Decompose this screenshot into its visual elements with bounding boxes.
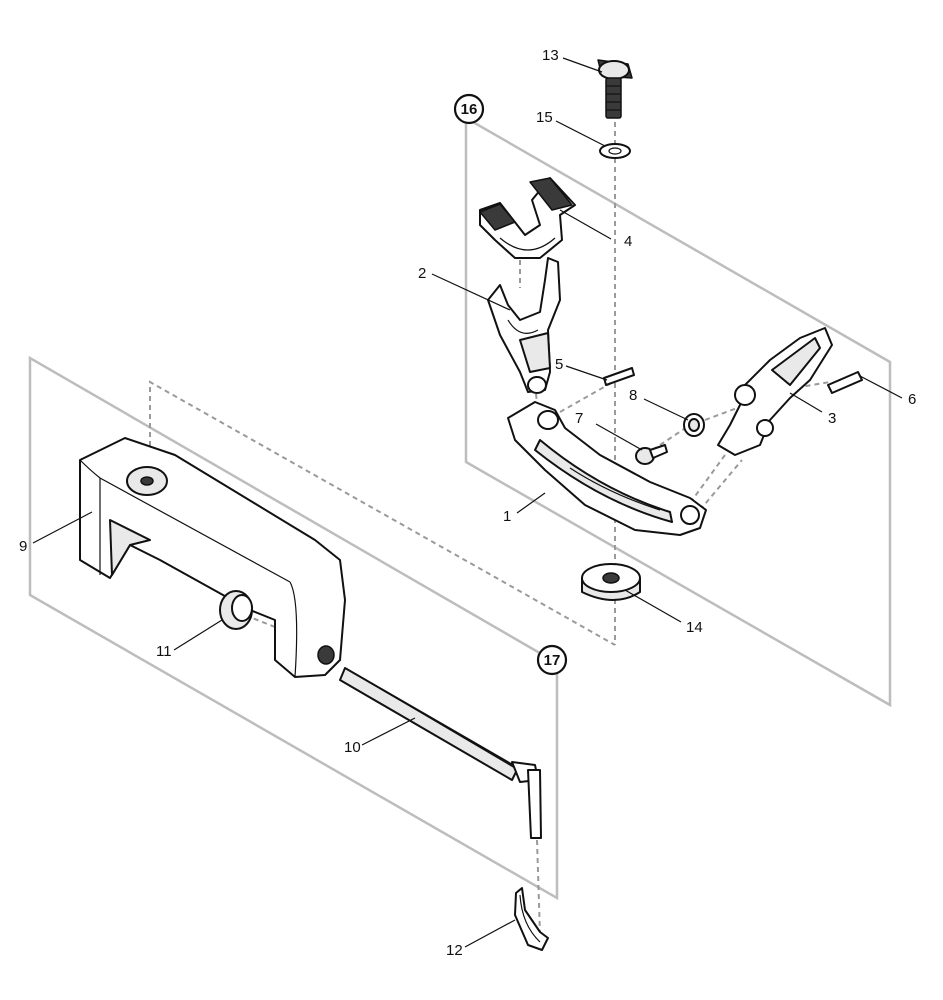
label-part-14: 14 bbox=[686, 619, 703, 636]
assembly-callout-17: 17 bbox=[536, 644, 568, 676]
part-9-clamp-body bbox=[79, 437, 346, 678]
part-12-clip bbox=[514, 887, 549, 951]
label-part-13: 13 bbox=[542, 47, 559, 64]
leader-lines bbox=[32, 57, 903, 948]
part-14-nut bbox=[581, 563, 641, 601]
label-part-6: 6 bbox=[908, 391, 916, 408]
part-5-pin bbox=[603, 367, 635, 386]
assembly-callout-16: 16 bbox=[453, 93, 485, 125]
part-2-upper-jaw bbox=[487, 257, 561, 394]
part-1-arc-jaw bbox=[507, 401, 707, 536]
label-part-2: 2 bbox=[418, 265, 426, 282]
label-part-1: 1 bbox=[503, 508, 511, 525]
part-7-pin-head bbox=[635, 444, 668, 465]
label-part-4: 4 bbox=[624, 233, 632, 250]
part-15-washer bbox=[599, 143, 631, 159]
part-11-knob bbox=[219, 590, 253, 630]
label-part-7: 7 bbox=[575, 410, 583, 427]
part-6-pin bbox=[827, 371, 863, 394]
part-3-clamp-lever bbox=[717, 327, 833, 456]
label-part-3: 3 bbox=[828, 410, 836, 427]
assembly-label-17: 17 bbox=[544, 652, 561, 669]
label-part-5: 5 bbox=[555, 356, 563, 373]
label-part-15: 15 bbox=[536, 109, 553, 126]
assembly-frame-17 bbox=[28, 355, 559, 901]
label-part-10: 10 bbox=[344, 739, 361, 756]
label-part-8: 8 bbox=[629, 387, 637, 404]
label-part-11: 11 bbox=[156, 643, 172, 660]
label-part-12: 12 bbox=[446, 942, 463, 959]
part-4-jaw-pads bbox=[479, 177, 576, 259]
part-13-thumb-screw bbox=[597, 59, 633, 119]
label-part-9: 9 bbox=[19, 538, 27, 555]
part-8-disc bbox=[683, 413, 705, 437]
assembly-frame-16 bbox=[464, 115, 892, 708]
assembly-label-16: 16 bbox=[461, 101, 478, 118]
part-10-threaded-rod bbox=[339, 667, 542, 839]
